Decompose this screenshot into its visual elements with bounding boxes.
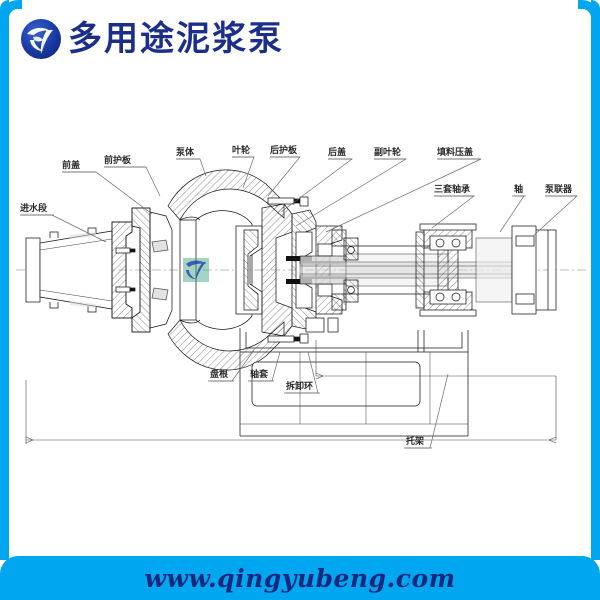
frame-corner-top-right <box>578 0 600 22</box>
label-tuo-jia: 托架 <box>404 435 432 449</box>
label-text: 泵体 <box>176 146 195 158</box>
bearing-set-left <box>343 237 359 303</box>
label-fu-ye-lun: 副叶轮 <box>374 146 406 160</box>
bearing-set-right-triple <box>415 223 477 317</box>
front-cover-assembly <box>111 207 173 333</box>
dismantling-ring <box>305 317 339 333</box>
label-text: 轴 <box>514 183 523 195</box>
label-beng-ti: 泵体 <box>176 146 200 160</box>
back-liner-and-cover <box>261 196 317 344</box>
label-chai-xie-huan: 拆卸环 <box>284 380 320 394</box>
label-hou-hu-ban: 后护板 <box>270 144 300 158</box>
pump-coupling <box>475 225 557 315</box>
dimension-lines <box>25 340 557 444</box>
frame-corner-top-left <box>0 0 22 22</box>
label-text: 轴套 <box>250 368 269 380</box>
label-text: 前护板 <box>104 154 132 166</box>
bearing-assembly-housing <box>299 223 557 317</box>
label-pan-gen: 盘根 <box>208 368 234 382</box>
label-zhou: 轴 <box>512 183 526 197</box>
impeller <box>235 225 263 315</box>
label-text: 副叶轮 <box>374 146 401 158</box>
back-cover-bolts <box>267 196 309 344</box>
label-text: 盘根 <box>210 368 229 380</box>
pump-diagram: 前盖 前护板 泵体 叶轮 后护板 <box>0 80 600 556</box>
label-text: 前盖 <box>62 159 80 171</box>
qingyu-logo-watermark <box>183 258 209 282</box>
frame-edge-left <box>0 0 9 560</box>
label-text: 泵联器 <box>545 183 573 195</box>
label-text: 托架 <box>406 435 424 447</box>
website-url: www.qingyubeng.com <box>144 563 456 593</box>
page-title: 多用途泥浆泵 <box>68 19 284 59</box>
label-text: 填料压盖 <box>437 146 473 158</box>
front-cover-bolts <box>115 247 136 293</box>
label-tian-liao-ya-gai: 填料压盖 <box>437 146 481 160</box>
label-zhou-tao: 轴套 <box>248 368 274 382</box>
label-hou-gai: 后盖 <box>328 146 352 160</box>
label-ye-lun: 叶轮 <box>232 144 254 158</box>
labels-top: 前盖 前护板 泵体 叶轮 后护板 <box>62 144 577 197</box>
qingyu-circular-swirl-logo <box>20 18 62 60</box>
page-header: 多用途泥浆泵 <box>0 0 600 80</box>
suction-inlet-section <box>25 227 113 313</box>
label-qian-hu-ban: 前护板 <box>104 154 146 168</box>
base-frame-bracket <box>239 328 469 437</box>
label-qian-gai: 前盖 <box>62 159 96 173</box>
label-text: 后盖 <box>328 146 346 158</box>
label-text: 拆卸环 <box>286 380 313 392</box>
label-text: 叶轮 <box>232 144 250 156</box>
frame-edge-right <box>591 0 600 560</box>
label-text: 后护板 <box>270 144 298 156</box>
label-beng-lian-qi: 泵联器 <box>545 183 577 197</box>
label-jin-shui-duan: 进水段 <box>20 202 54 216</box>
label-text: 三套轴承 <box>434 183 470 195</box>
page-footer: www.qingyubeng.com <box>0 556 600 600</box>
label-text: 进水段 <box>20 202 48 214</box>
label-san-tao-zhou-cheng: 三套轴承 <box>434 183 474 197</box>
labels-bottom: 盘根 轴套 拆卸环 托架 进水段 <box>20 202 432 449</box>
